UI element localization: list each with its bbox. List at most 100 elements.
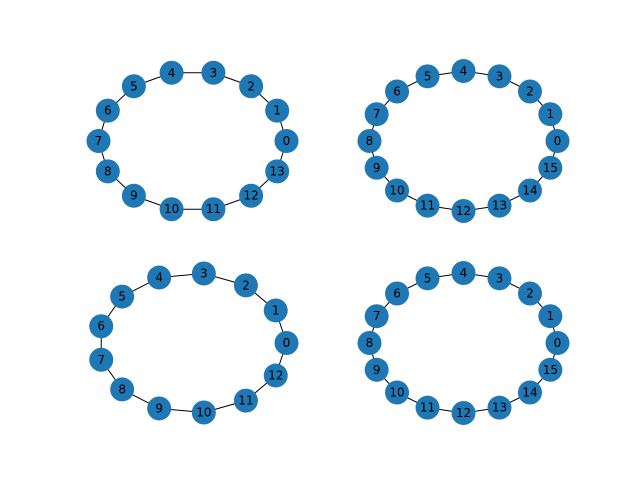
node-label: 6 bbox=[393, 287, 401, 301]
node-label: 3 bbox=[210, 66, 218, 80]
graph-node bbox=[451, 261, 476, 285]
graph-node bbox=[451, 59, 476, 83]
graph-node bbox=[517, 79, 542, 104]
graph-node bbox=[357, 129, 382, 153]
node-label: 8 bbox=[118, 382, 126, 396]
graph-node bbox=[263, 363, 288, 388]
graph-node bbox=[487, 193, 512, 218]
graph-node bbox=[385, 380, 410, 405]
node-label: 3 bbox=[200, 267, 208, 281]
node-label: 4 bbox=[168, 66, 176, 80]
node-label: 0 bbox=[554, 336, 562, 350]
node-label: 4 bbox=[460, 64, 468, 78]
node-label: 9 bbox=[155, 401, 163, 415]
graph-node bbox=[385, 281, 410, 306]
node-label: 6 bbox=[104, 104, 112, 118]
node-label: 11 bbox=[238, 394, 253, 408]
node-label: 6 bbox=[393, 85, 401, 99]
graph-node bbox=[415, 266, 440, 291]
node-label: 11 bbox=[420, 199, 435, 213]
graph-node bbox=[159, 197, 184, 222]
node-label: 7 bbox=[373, 107, 381, 121]
node-label: 6 bbox=[97, 319, 105, 333]
graph-node bbox=[545, 129, 570, 153]
graph-node bbox=[239, 183, 264, 208]
graph-node bbox=[95, 98, 120, 123]
graph-node bbox=[517, 380, 542, 405]
graph-node bbox=[545, 331, 570, 355]
graph-node bbox=[415, 64, 440, 89]
graph-node bbox=[364, 304, 389, 329]
node-label: 10 bbox=[389, 183, 404, 197]
node-label: 1 bbox=[547, 309, 555, 323]
node-label: 15 bbox=[543, 363, 558, 377]
graph-node bbox=[265, 98, 290, 123]
graph-node bbox=[487, 64, 512, 89]
graph-node bbox=[538, 155, 563, 180]
node-label: 0 bbox=[283, 134, 291, 148]
node-label: 13 bbox=[492, 199, 507, 213]
node-label: 0 bbox=[283, 336, 291, 350]
graph-node bbox=[415, 395, 440, 420]
graph-node bbox=[385, 178, 410, 203]
graph-node bbox=[95, 159, 120, 184]
graph-node bbox=[265, 159, 290, 184]
graph-node bbox=[274, 129, 299, 153]
graph-node bbox=[147, 265, 172, 290]
graph-node bbox=[121, 74, 146, 99]
graph-node bbox=[147, 396, 172, 421]
node-label: 0 bbox=[554, 134, 562, 148]
graph-node bbox=[191, 400, 216, 425]
node-label: 3 bbox=[496, 69, 504, 83]
node-label: 1 bbox=[547, 107, 555, 121]
node-label: 15 bbox=[543, 161, 558, 175]
graph-node bbox=[451, 401, 476, 425]
node-label: 5 bbox=[130, 79, 138, 93]
node-label: 12 bbox=[243, 189, 258, 203]
graph-node bbox=[517, 281, 542, 306]
node-label: 2 bbox=[247, 79, 255, 93]
graph-node bbox=[159, 60, 184, 85]
graph-node bbox=[110, 284, 135, 309]
node-label: 8 bbox=[366, 134, 374, 148]
graph-node bbox=[538, 304, 563, 329]
node-label: 9 bbox=[130, 189, 138, 203]
node-label: 3 bbox=[496, 271, 504, 285]
graph-node bbox=[364, 357, 389, 382]
node-label: 10 bbox=[389, 385, 404, 399]
node-label: 7 bbox=[97, 353, 105, 367]
graph-node bbox=[201, 60, 226, 85]
graph-node bbox=[233, 388, 258, 413]
node-label: 1 bbox=[272, 303, 280, 317]
graph-node bbox=[385, 79, 410, 104]
graph-node bbox=[239, 74, 264, 99]
node-label: 8 bbox=[104, 164, 112, 178]
graph-node bbox=[538, 357, 563, 382]
node-label: 10 bbox=[164, 202, 179, 216]
node-label: 11 bbox=[420, 401, 435, 415]
node-label: 11 bbox=[206, 202, 221, 216]
graph-node bbox=[487, 266, 512, 291]
graph-node bbox=[201, 197, 226, 222]
node-label: 12 bbox=[268, 369, 283, 383]
node-label: 7 bbox=[95, 134, 103, 148]
node-label: 4 bbox=[460, 266, 468, 280]
graph-node bbox=[451, 199, 476, 223]
node-label: 5 bbox=[424, 69, 432, 83]
node-label: 10 bbox=[196, 405, 211, 419]
graph-node bbox=[263, 298, 288, 323]
node-label: 5 bbox=[118, 290, 126, 304]
graph-node bbox=[274, 331, 299, 355]
graph-node bbox=[357, 331, 382, 355]
node-label: 8 bbox=[366, 336, 374, 350]
node-label: 13 bbox=[492, 401, 507, 415]
graph-node bbox=[233, 273, 258, 298]
graph-node bbox=[517, 178, 542, 203]
node-label: 1 bbox=[273, 104, 281, 118]
node-label: 4 bbox=[155, 271, 163, 285]
